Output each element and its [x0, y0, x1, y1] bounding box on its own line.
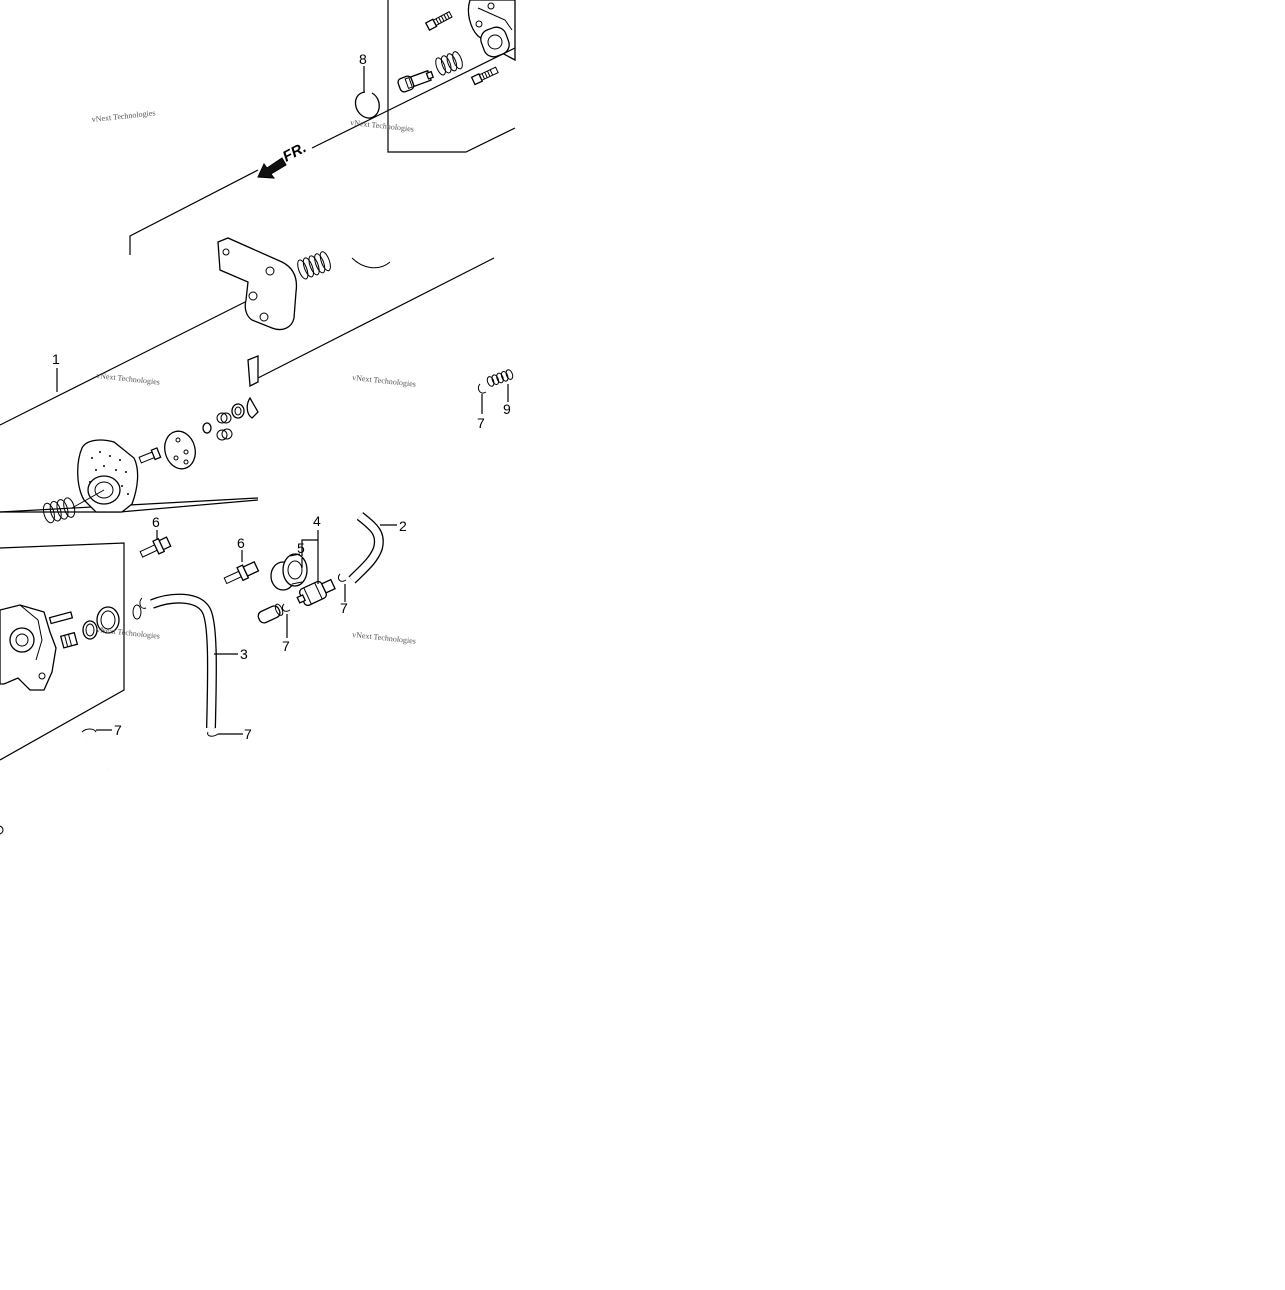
- callout-7-tube: 7: [282, 638, 290, 654]
- callout-6-left: 6: [152, 514, 160, 530]
- leader-lines: [56, 66, 509, 735]
- callout-5: 5: [297, 540, 305, 556]
- watermark: vNext Technologies: [352, 373, 417, 389]
- callout-4: 4: [313, 513, 321, 529]
- callout-2: 2: [399, 518, 407, 534]
- callout-1: 1: [52, 351, 60, 367]
- watermark: vNext Technologies: [91, 108, 156, 124]
- callout-6-right: 6: [237, 535, 245, 551]
- callout-7-right: 7: [477, 415, 485, 431]
- callout-7-lower-left: 7: [114, 722, 122, 738]
- hoses-and-valves: [139, 512, 384, 737]
- callout-7-valve: 7: [340, 600, 348, 616]
- callout-8: 8: [359, 51, 367, 67]
- bottom-left-subassembly: [0, 542, 142, 835]
- watermark: vNext Technologies: [350, 118, 415, 134]
- top-right-subassembly: [354, 0, 516, 153]
- watermark: vNext Technologies: [96, 371, 161, 387]
- callout-9: 9: [503, 401, 511, 417]
- middle-panel: [0, 47, 516, 524]
- front-direction-marker: FR.: [257, 139, 309, 179]
- callout-labels: 8 1 9 7 6 6 4 5 2 7 7 3 7 7: [52, 51, 511, 742]
- callout-7-hose: 7: [244, 726, 252, 742]
- watermark: vNext Technologies: [96, 625, 161, 641]
- watermark: vNext Technologies: [352, 630, 417, 646]
- callout-3: 3: [240, 646, 248, 662]
